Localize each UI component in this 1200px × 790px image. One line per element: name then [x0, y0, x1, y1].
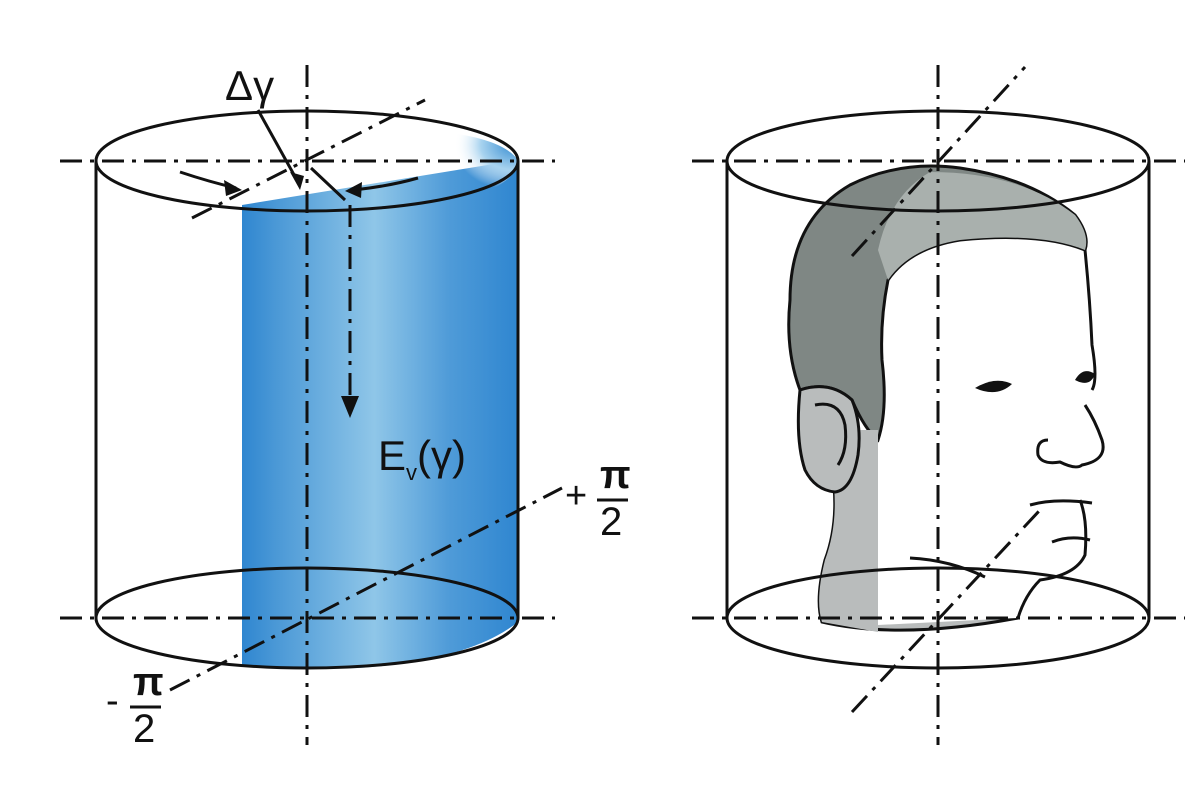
delta-gamma-pointer [256, 109, 300, 183]
gap-line [309, 166, 347, 202]
delta-pointer-arrowhead-icon [290, 172, 304, 190]
top-highlight [420, 130, 518, 205]
minus-pi-numerator: π [133, 660, 164, 704]
ear [796, 385, 861, 494]
plus-pi-denominator: 2 [600, 500, 622, 544]
plus-pi-numerator: π [600, 453, 631, 497]
illuminated-band [242, 160, 518, 669]
bottom-diagonal-axis-left [169, 486, 563, 692]
minus-pi-denominator: 2 [133, 707, 155, 751]
face [878, 224, 1099, 625]
right-curved-arrowhead-icon [345, 182, 362, 198]
ear-inner [814, 402, 848, 466]
left-curved-arrowhead-icon [224, 180, 242, 196]
face-profile-outline [1016, 249, 1105, 619]
right-eye-icon [1075, 371, 1095, 383]
plus-sign: + [565, 475, 587, 517]
upper-diagonal-axis-right [850, 65, 1027, 258]
top-diagonal-axis-left [191, 98, 426, 220]
left-panel: Δγ Ev(γ) + π 2 - π 2 [60, 62, 631, 751]
downward-arrowhead-icon [341, 396, 359, 418]
delta-gamma-label: Δγ [225, 62, 274, 109]
hair-highlight [878, 172, 1087, 280]
lower-diagonal-axis-right [850, 508, 1042, 714]
illuminance-label: Ev(γ) [378, 432, 466, 485]
left-eye-icon [975, 380, 1012, 393]
mouth-line [1029, 499, 1093, 507]
minus-sign: - [106, 680, 119, 722]
chin-line [1051, 536, 1091, 544]
right-panel [692, 65, 1185, 745]
